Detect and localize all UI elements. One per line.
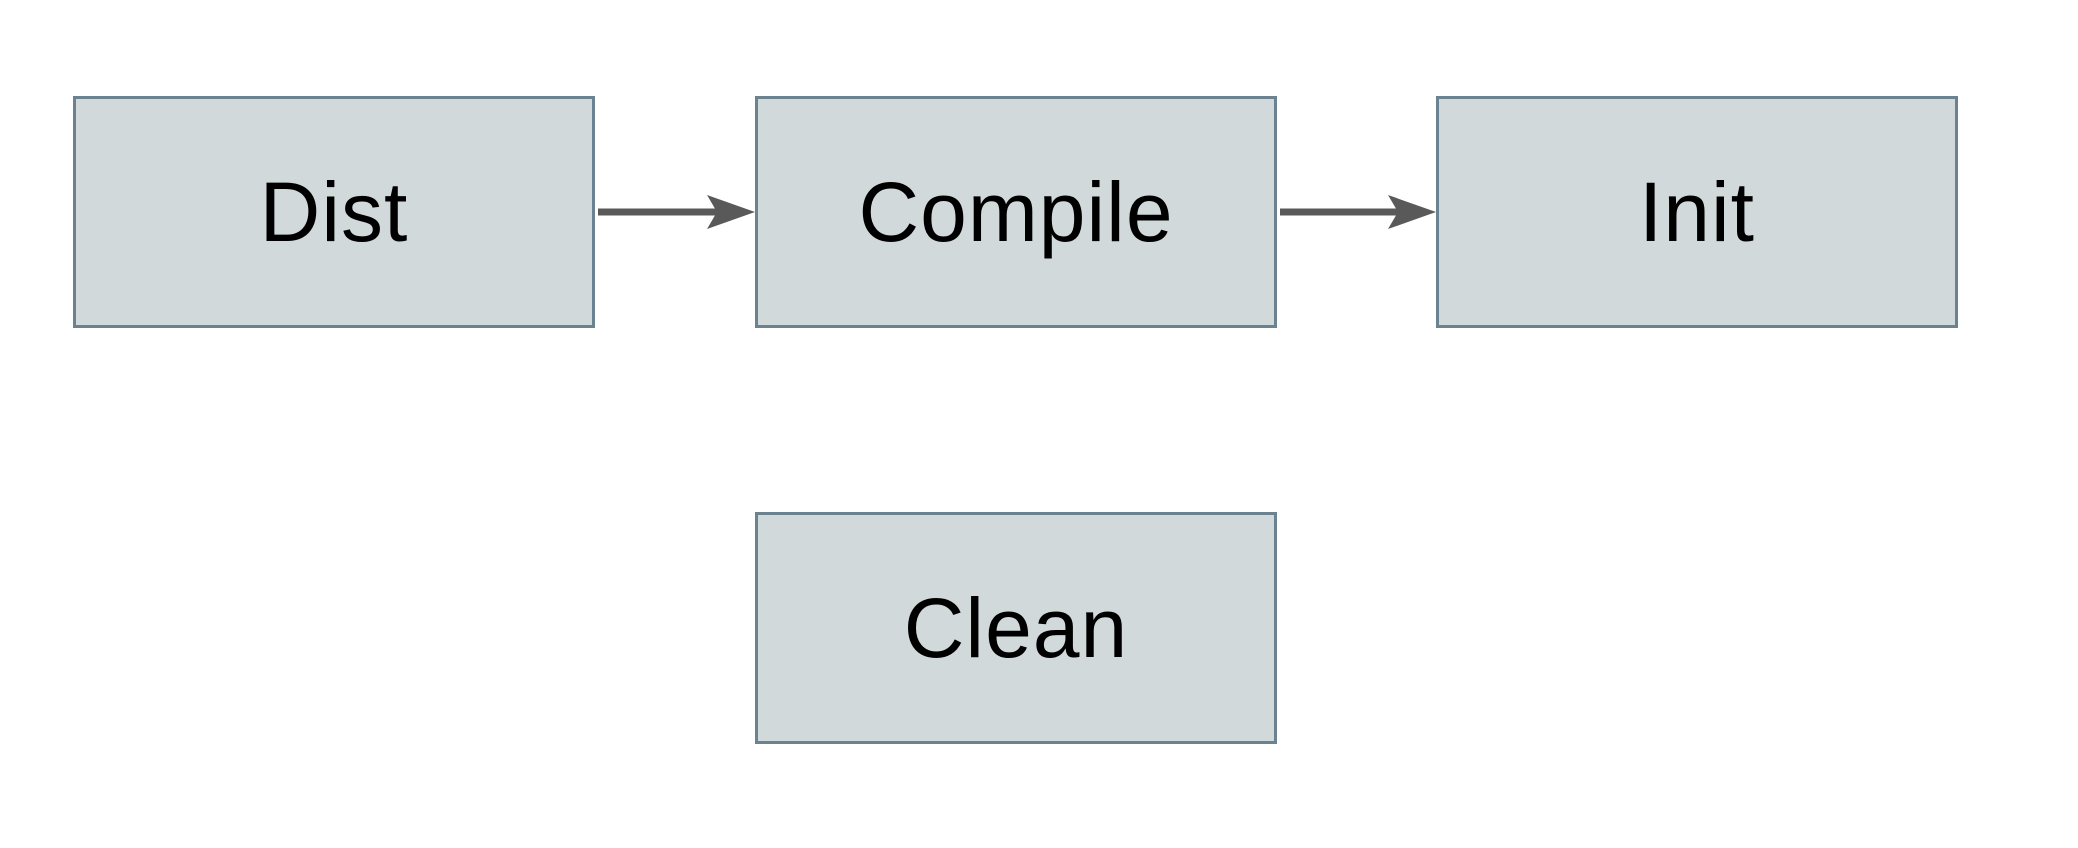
arrowhead-icon xyxy=(1388,195,1436,229)
node-clean: Clean xyxy=(755,512,1277,744)
arrow-dist-to-compile xyxy=(598,195,755,229)
node-dist: Dist xyxy=(73,96,595,328)
node-init-label: Init xyxy=(1638,165,1756,259)
node-dist-label: Dist xyxy=(259,165,409,259)
node-clean-label: Clean xyxy=(903,581,1129,675)
node-compile-label: Compile xyxy=(858,165,1174,259)
node-compile: Compile xyxy=(755,96,1277,328)
node-init: Init xyxy=(1436,96,1958,328)
arrow-compile-to-init xyxy=(1280,195,1436,229)
arrowhead-icon xyxy=(707,195,755,229)
